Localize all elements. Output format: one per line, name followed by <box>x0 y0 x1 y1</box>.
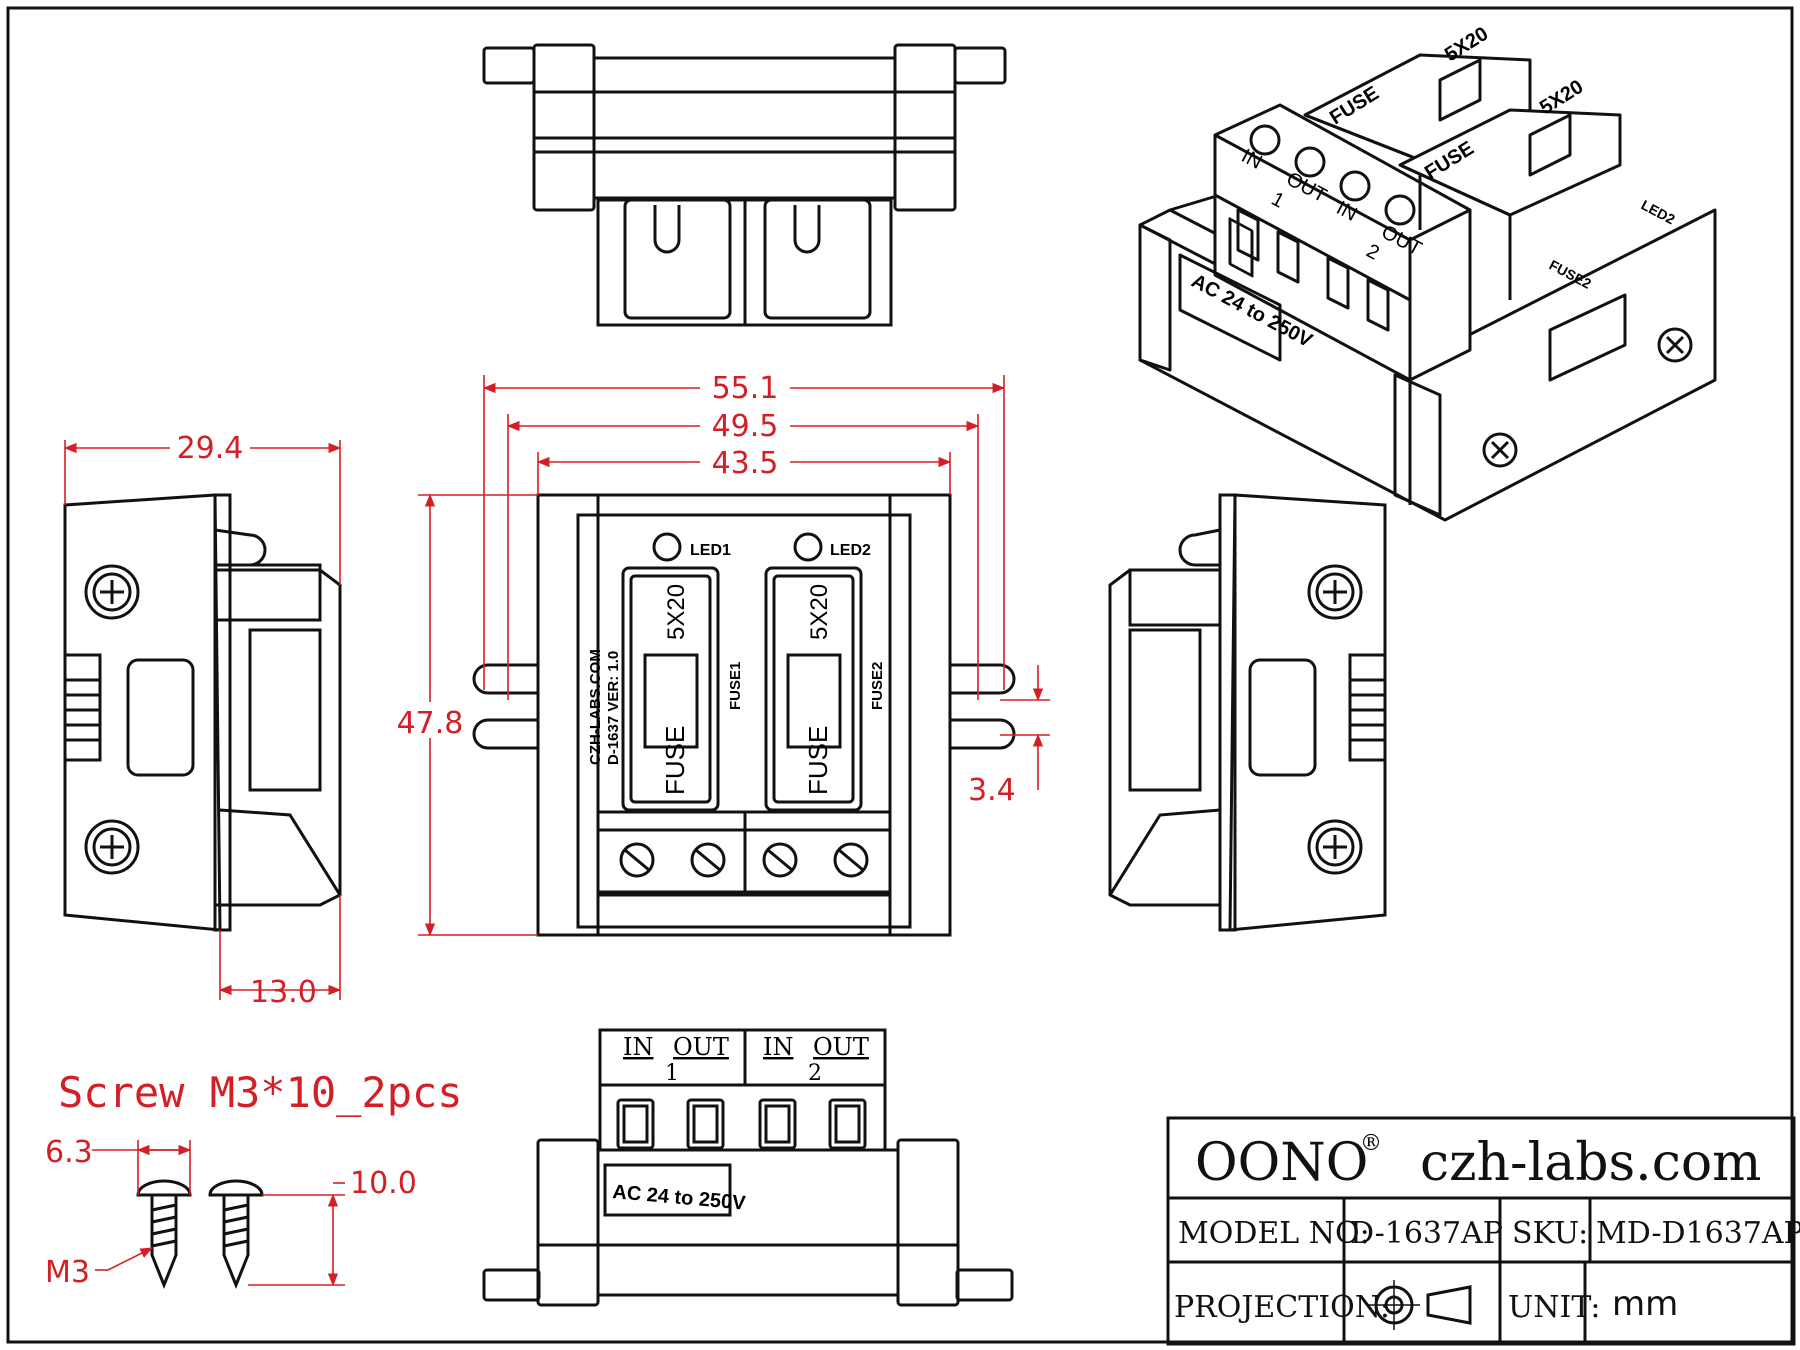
bottom-voltage-label: AC 24 to 250V <box>612 1181 747 1215</box>
dim-screw-head: 6.3 <box>45 1135 93 1170</box>
iso-led2: LED2 <box>1639 197 1678 228</box>
dim-body-width: 43.5 <box>712 446 779 481</box>
isometric-view <box>1138 53 1717 522</box>
bottom-in-1: IN <box>623 1033 653 1061</box>
fuse2-silk-label: FUSE2 <box>869 662 886 710</box>
screw-drawings <box>136 1179 264 1290</box>
fuse2-size-label: 5X20 <box>806 584 833 640</box>
bottom-ch-2: 2 <box>808 1061 822 1086</box>
pcb-brand-label: CZH-LABS.COM <box>587 649 604 765</box>
fuse2-word-label: FUSE <box>803 726 833 795</box>
dim-overall-width: 55.1 <box>712 371 779 406</box>
dim-screw-thread: M3 <box>45 1255 90 1290</box>
dimension-lines <box>63 375 1050 1287</box>
drawing-border <box>6 6 1794 1344</box>
dim-side-depth: 29.4 <box>177 431 244 466</box>
front-view-labels: LED1 LED2 CZH-LABS.COM D-1637 VER: 1.0 F… <box>587 542 886 795</box>
unit-label: UNIT: <box>1508 1290 1600 1325</box>
title-block-text: OONO ® czh-labs.com MODEL NO: D-1637AP S… <box>1174 1131 1800 1325</box>
dimension-text: 55.1 49.5 43.5 47.8 3.4 29.4 13.0 6.3 10… <box>45 371 1016 1290</box>
led2-label: LED2 <box>830 542 871 559</box>
dim-side-offset: 13.0 <box>250 975 317 1010</box>
title-block <box>1166 1116 1796 1346</box>
dim-slot-width: 3.4 <box>968 773 1016 808</box>
pcb-version-label: D-1637 VER: 1.0 <box>605 651 622 765</box>
right-side-view <box>1108 493 1387 932</box>
fuse1-word-label: FUSE <box>660 726 690 795</box>
led1-label: LED1 <box>690 542 731 559</box>
model-label: MODEL NO: <box>1178 1216 1370 1251</box>
front-view <box>472 493 1016 937</box>
screw-note: Screw M3*10_2pcs <box>58 1068 463 1117</box>
bottom-ch-1: 1 <box>665 1061 679 1086</box>
bottom-out-2: OUT <box>813 1033 869 1061</box>
unit-value: mm <box>1612 1284 1678 1324</box>
dim-screw-length: 10.0 <box>350 1166 417 1201</box>
projection-label: PROJECTION: <box>1174 1290 1390 1325</box>
dim-height: 47.8 <box>397 706 464 741</box>
dim-mount-pitch: 49.5 <box>712 409 779 444</box>
bottom-view <box>482 1028 1014 1307</box>
fuse1-silk-label: FUSE1 <box>727 662 744 710</box>
bottom-in-2: IN <box>763 1033 793 1061</box>
brand-logo: OONO <box>1195 1133 1368 1193</box>
bottom-out-1: OUT <box>673 1033 729 1061</box>
fuse1-size-label: 5X20 <box>663 584 690 640</box>
left-side-view <box>63 493 342 932</box>
model-value: D-1637AP <box>1350 1216 1503 1251</box>
top-view <box>482 43 1007 327</box>
sku-label: SKU: <box>1512 1216 1588 1251</box>
sku-value: MD-D1637AP-1 <box>1596 1216 1800 1251</box>
website-text: czh-labs.com <box>1420 1133 1761 1193</box>
brand-registered: ® <box>1360 1131 1382 1156</box>
